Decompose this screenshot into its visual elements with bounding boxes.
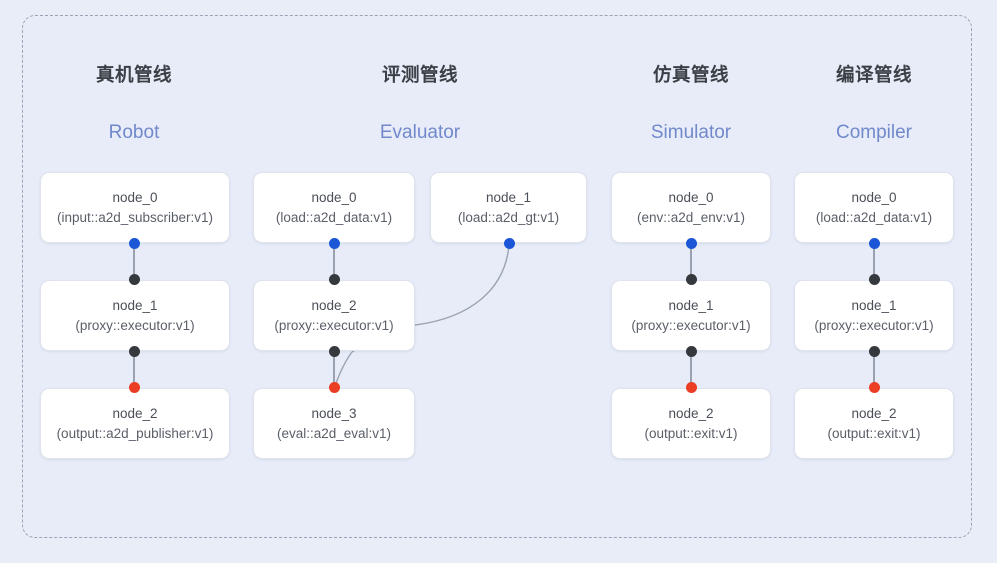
node-type-label: (input::a2d_subscriber:v1): [56, 209, 214, 225]
node-id-label: node_0: [311, 189, 357, 205]
node-id-label: node_2: [851, 405, 897, 421]
port-black-dot[interactable]: [868, 345, 880, 357]
port-blue-dot[interactable]: [503, 237, 515, 249]
port-red-dot[interactable]: [868, 381, 880, 393]
node-type-label: (env::a2d_env:v1): [636, 209, 746, 225]
node-id-label: node_1: [851, 297, 897, 313]
node-simulator-node_1[interactable]: node_1(proxy::executor:v1): [611, 280, 771, 351]
node-compiler-node_1[interactable]: node_1(proxy::executor:v1): [794, 280, 954, 351]
port-black-dot[interactable]: [128, 273, 140, 285]
port-red-dot[interactable]: [128, 381, 140, 393]
port-red-dot[interactable]: [328, 381, 340, 393]
node-robot-node_0[interactable]: node_0(input::a2d_subscriber:v1): [40, 172, 230, 243]
port-blue-dot[interactable]: [328, 237, 340, 249]
node-id-label: node_0: [112, 189, 158, 205]
node-type-label: (load::a2d_data:v1): [815, 209, 933, 225]
node-evaluator-node_0[interactable]: node_0(load::a2d_data:v1): [253, 172, 415, 243]
node-type-label: (proxy::executor:v1): [274, 317, 394, 333]
port-black-dot[interactable]: [328, 345, 340, 357]
port-black-dot[interactable]: [685, 345, 697, 357]
port-black-dot[interactable]: [128, 345, 140, 357]
node-evaluator-node_1[interactable]: node_1(load::a2d_gt:v1): [430, 172, 587, 243]
node-type-label: (output::a2d_publisher:v1): [56, 425, 214, 441]
node-type-label: (output::exit:v1): [644, 425, 738, 441]
node-id-label: node_2: [311, 297, 357, 313]
port-black-dot[interactable]: [868, 273, 880, 285]
node-type-label: (load::a2d_gt:v1): [457, 209, 560, 225]
port-black-dot[interactable]: [685, 273, 697, 285]
port-black-dot[interactable]: [328, 273, 340, 285]
edge-line-compiler-0: [873, 243, 875, 279]
edge-line-evaluator-0: [333, 243, 335, 279]
port-blue-dot[interactable]: [128, 237, 140, 249]
edge-line-robot-1: [133, 351, 135, 387]
node-robot-node_1[interactable]: node_1(proxy::executor:v1): [40, 280, 230, 351]
port-red-dot[interactable]: [685, 381, 697, 393]
node-compiler-node_0[interactable]: node_0(load::a2d_data:v1): [794, 172, 954, 243]
node-type-label: (eval::a2d_eval:v1): [276, 425, 392, 441]
node-simulator-node_0[interactable]: node_0(env::a2d_env:v1): [611, 172, 771, 243]
node-id-label: node_2: [668, 405, 714, 421]
edge-line-simulator-0: [690, 243, 692, 279]
node-evaluator-node_2[interactable]: node_2(proxy::executor:v1): [253, 280, 415, 351]
node-id-label: node_0: [668, 189, 714, 205]
port-blue-dot[interactable]: [868, 237, 880, 249]
edge-line-robot-0: [133, 243, 135, 279]
port-blue-dot[interactable]: [685, 237, 697, 249]
node-id-label: node_0: [851, 189, 897, 205]
edge-line-compiler-1: [873, 351, 875, 387]
node-id-label: node_1: [112, 297, 158, 313]
node-type-label: (load::a2d_data:v1): [275, 209, 393, 225]
node-id-label: node_1: [485, 189, 532, 205]
node-evaluator-node_3[interactable]: node_3(eval::a2d_eval:v1): [253, 388, 415, 459]
node-simulator-node_2[interactable]: node_2(output::exit:v1): [611, 388, 771, 459]
node-type-label: (output::exit:v1): [827, 425, 921, 441]
edge-line-evaluator-1: [333, 351, 335, 387]
pipeline-group-frame: [22, 15, 972, 538]
node-type-label: (proxy::executor:v1): [814, 317, 934, 333]
node-type-label: (proxy::executor:v1): [631, 317, 751, 333]
edge-line-simulator-1: [690, 351, 692, 387]
node-robot-node_2[interactable]: node_2(output::a2d_publisher:v1): [40, 388, 230, 459]
node-compiler-node_2[interactable]: node_2(output::exit:v1): [794, 388, 954, 459]
node-id-label: node_1: [668, 297, 714, 313]
node-id-label: node_2: [112, 405, 158, 421]
node-type-label: (proxy::executor:v1): [75, 317, 195, 333]
node-id-label: node_3: [311, 405, 357, 421]
